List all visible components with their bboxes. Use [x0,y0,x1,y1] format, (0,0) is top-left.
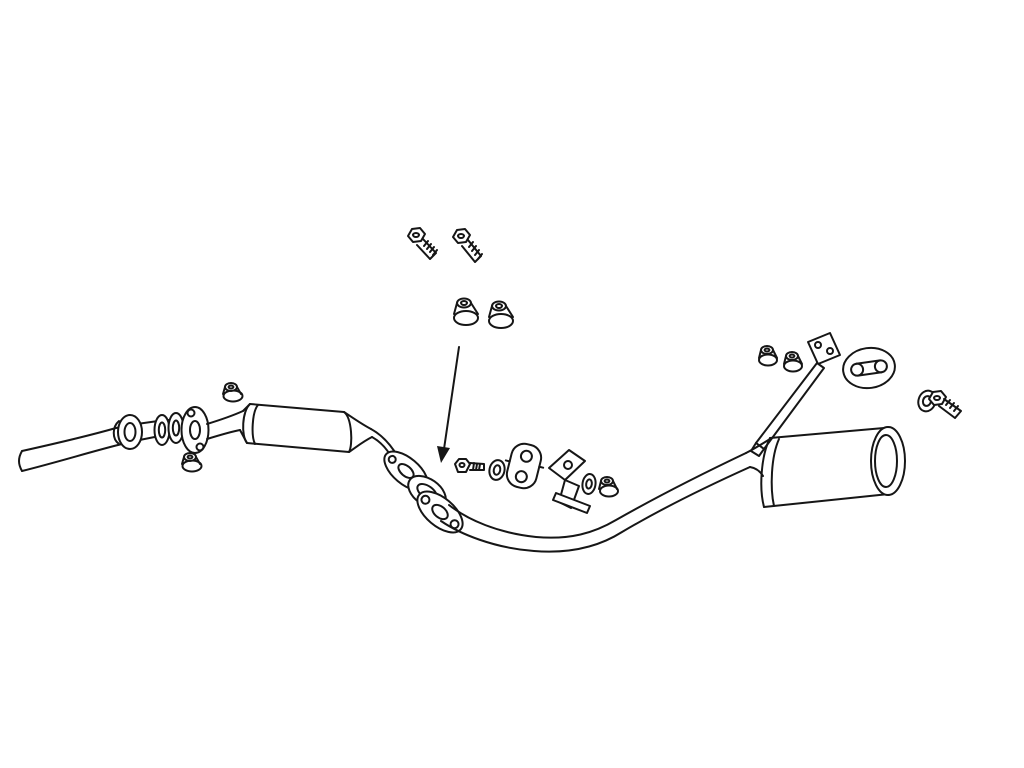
hex-nut-rear-2 [783,351,803,373]
hex-nut-front-lower [181,452,203,473]
callout-arrow [437,346,460,463]
hex-nut-rear-1 [758,345,778,367]
rubber-hanger-rear [842,346,896,390]
hanger-washer [488,459,506,481]
resonator [242,403,399,461]
drawing-root [18,227,962,553]
hex-bolt-top-1 [407,227,438,260]
hex-nut-front-upper [222,382,244,403]
spacer-ring [581,473,597,495]
flange-nut-top-2 [488,300,514,329]
hex-bolt-top-2 [452,228,483,263]
tailpipe-flange [416,490,464,534]
hanger-bolt [454,458,485,473]
flange-nut-top-1 [453,297,479,326]
muffler [745,426,906,508]
hex-bolt-rear [928,390,962,419]
front-pipe-hanger [112,414,143,450]
sealing-rings [153,412,185,446]
arrowhead [437,446,450,463]
tailpipe [440,452,751,553]
mount-bracket [548,449,591,514]
front-flange [180,406,210,454]
rubber-hanger-front [504,442,545,490]
hex-nut-mid [598,476,619,498]
